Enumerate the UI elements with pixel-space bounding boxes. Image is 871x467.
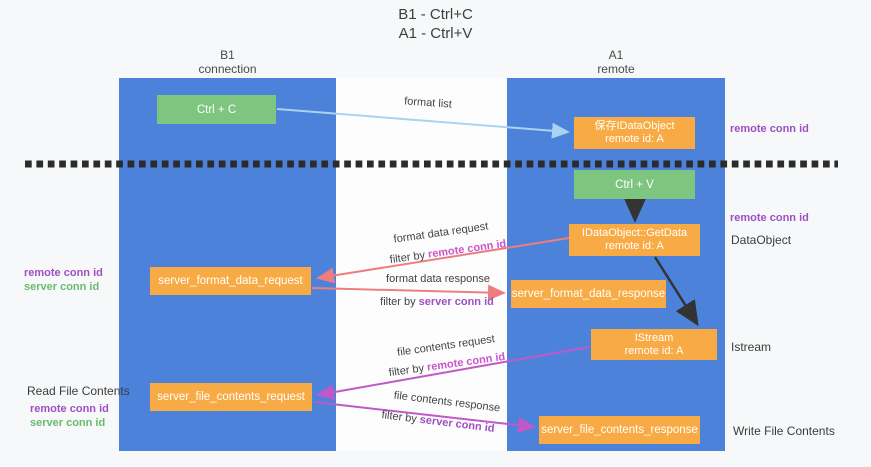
server-conn-id-highlight: server conn id bbox=[418, 296, 494, 308]
lane-header-b1: B1 connection bbox=[119, 48, 336, 76]
lane-a1-subtitle: remote bbox=[597, 62, 635, 76]
label-write-file-contents: Write File Contents bbox=[733, 424, 835, 438]
node-ctrl-v: Ctrl + V bbox=[574, 170, 695, 199]
lane-header-a1: A1 remote bbox=[507, 48, 725, 76]
node-istream-line2: remote id: A bbox=[624, 344, 684, 357]
node-idataobject-getdata-line2: remote id: A bbox=[605, 240, 664, 252]
label-remote-conn-id-mid: remote conn id bbox=[730, 212, 809, 224]
lane-a1-title: A1 bbox=[608, 48, 624, 62]
label-left-server-conn-id-2: server conn id bbox=[30, 417, 106, 429]
label-remote-conn-id-top: remote conn id bbox=[730, 123, 809, 135]
node-server-file-contents-request: server_file_contents_request bbox=[150, 383, 312, 411]
node-ctrl-v-label: Ctrl + V bbox=[615, 178, 654, 191]
label-left-remote-conn-id-1: remote conn id bbox=[24, 267, 103, 279]
filter-by-prefix: filter by bbox=[380, 296, 419, 308]
diagram-title-line2: A1 - Ctrl+V bbox=[398, 25, 473, 42]
node-idataobject-getdata-line1: IDataObject::GetData bbox=[581, 227, 688, 239]
node-istream: IStream remote id: A bbox=[591, 329, 717, 360]
node-ctrl-c: Ctrl + C bbox=[157, 95, 276, 124]
node-server-file-contents-response-label: server_file_contents_response bbox=[541, 424, 698, 436]
diagram-title-line1: B1 - Ctrl+C bbox=[398, 6, 473, 23]
node-istream-line1: IStream bbox=[634, 331, 674, 344]
node-save-idataobject-line2: remote id: A bbox=[605, 133, 664, 145]
label-left-remote-conn-id-2: remote conn id bbox=[30, 403, 109, 415]
node-server-format-data-request-label: server_format_data_request bbox=[158, 275, 303, 287]
label-left-server-conn-id-1: server conn id bbox=[24, 281, 100, 293]
node-ctrl-c-label: Ctrl + C bbox=[196, 103, 237, 116]
flow-label-format-data-response-text: format data response bbox=[386, 273, 490, 285]
node-save-idataobject: 保存IDataObject remote id: A bbox=[574, 117, 695, 149]
flow-label-filter-by-server-1: filter by server conn id bbox=[380, 296, 494, 308]
lane-b1-subtitle: connection bbox=[198, 62, 257, 76]
node-server-file-contents-response: server_file_contents_response bbox=[539, 416, 700, 444]
node-server-format-data-response: server_format_data_response bbox=[511, 280, 666, 308]
node-save-idataobject-line1: 保存IDataObject bbox=[594, 120, 675, 132]
lane-b1-title: B1 bbox=[220, 48, 235, 62]
diagram-title: B1 - Ctrl+C A1 - Ctrl+V bbox=[0, 5, 871, 43]
node-server-file-contents-request-label: server_file_contents_request bbox=[157, 391, 305, 403]
label-istream: Istream bbox=[731, 340, 772, 354]
flow-label-format-data-response: format data response bbox=[386, 273, 490, 285]
node-server-format-data-request: server_format_data_request bbox=[150, 267, 311, 295]
node-idataobject-getdata: IDataObject::GetData remote id: A bbox=[569, 224, 700, 256]
label-dataobject: DataObject bbox=[731, 233, 792, 247]
label-read-file-contents: Read File Contents bbox=[27, 384, 130, 398]
node-server-format-data-response-label: server_format_data_response bbox=[511, 288, 666, 300]
